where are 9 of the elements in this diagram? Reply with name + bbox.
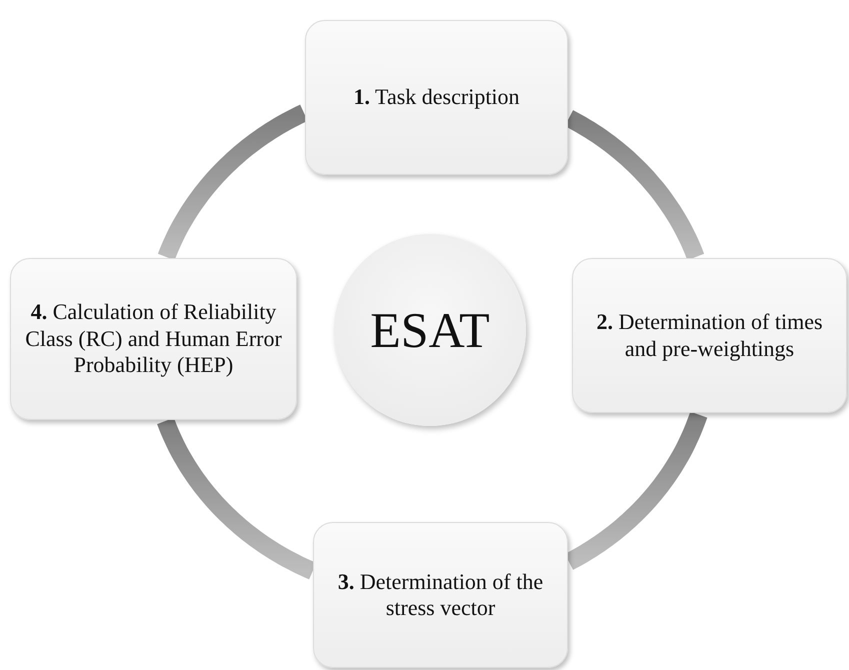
step-label: 4. Calculation of Reliability Class (RC) and Human Error Probability (HEP) xyxy=(25,299,282,379)
step-box xyxy=(572,258,847,413)
step-box xyxy=(305,20,568,175)
step-label: 2. Determination of times and pre-weightings xyxy=(595,309,824,362)
center-label: ESAT xyxy=(370,301,490,359)
step-label: 1. Task description xyxy=(353,84,520,111)
step-box xyxy=(10,258,297,420)
step-box xyxy=(313,522,568,668)
step-label: 3. Determination of the stress vector xyxy=(336,568,544,622)
